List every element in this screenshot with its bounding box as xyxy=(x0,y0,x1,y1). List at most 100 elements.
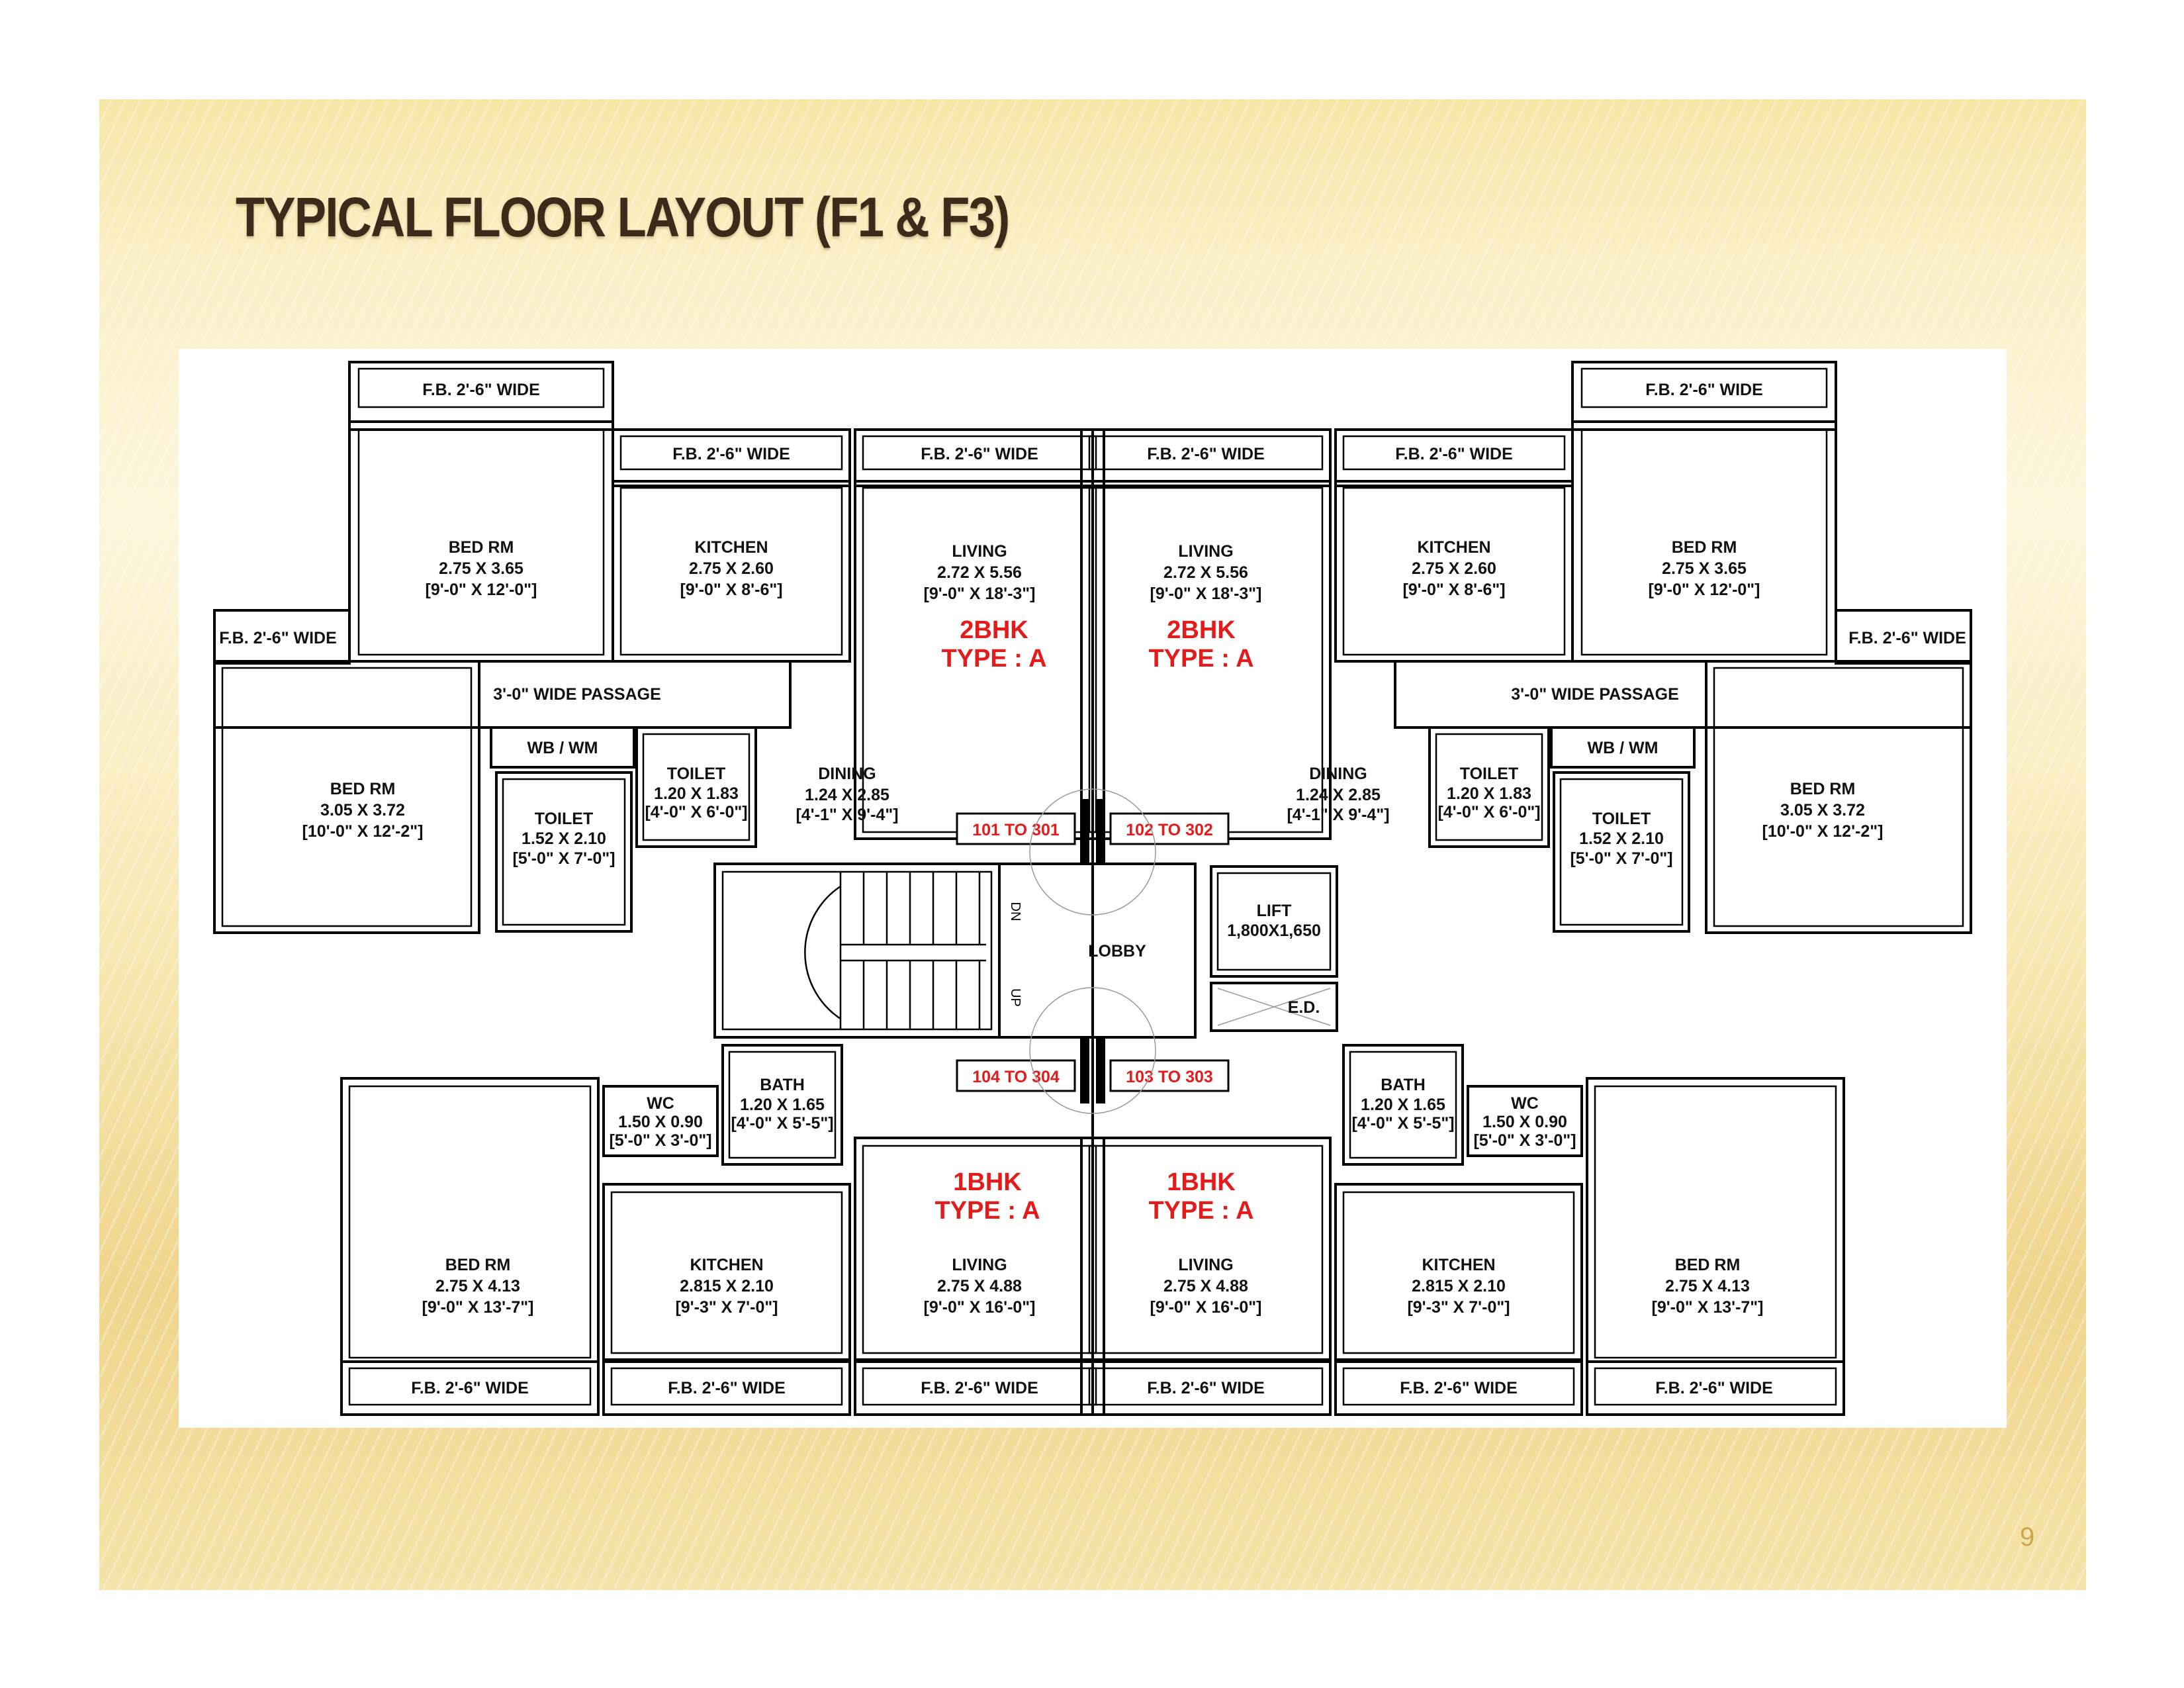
kitchen-bottom-size-right: 2.815 X 2.10 xyxy=(1412,1277,1506,1295)
bed-top-name-right: BED RM xyxy=(1672,538,1737,557)
fb-label-living-right: F.B. 2'-6" WIDE xyxy=(1147,445,1265,463)
balcony-living-left xyxy=(854,428,1105,487)
room-bath-left xyxy=(721,1044,843,1166)
unit-range-tag-101 xyxy=(956,812,1076,845)
living-bottom-imperial-right: [9'-0" X 16'-0"] xyxy=(1150,1298,1262,1317)
bath-size-right: 1.20 X 1.65 xyxy=(1361,1096,1445,1114)
toilet-small-imperial: [4'-0" X 6'-0"] xyxy=(645,803,747,821)
room-kitchen-bottom-left xyxy=(602,1183,851,1361)
toilet-small-name: TOILET xyxy=(667,765,725,783)
lift-shaft xyxy=(1210,865,1338,978)
bed-side-name: BED RM xyxy=(330,780,396,798)
dining-name-right: DINING xyxy=(1309,765,1367,783)
bed-bottom-size-right: 2.75 X 4.13 xyxy=(1665,1277,1750,1295)
bath-name-right: BATH xyxy=(1381,1076,1426,1094)
balcony-side-left xyxy=(213,609,351,665)
door-jamb-bottom-right xyxy=(1096,1037,1105,1103)
lobby xyxy=(998,863,1197,1039)
bed-bottom-size: 2.75 X 4.13 xyxy=(435,1277,520,1295)
bed-bottom-name-right: BED RM xyxy=(1675,1256,1741,1274)
electric-duct xyxy=(1210,982,1338,1032)
lift-size: 1,800X1,650 xyxy=(1227,921,1321,940)
dining-size: 1.24 X 2.85 xyxy=(805,786,889,804)
fb-label-side-right: F.B. 2'-6" WIDE xyxy=(1848,629,1966,647)
fb-bottom-3: F.B. 2'-6" WIDE xyxy=(921,1379,1038,1397)
living-top-size: 2.72 X 5.56 xyxy=(937,563,1022,582)
kitchen-bottom-size: 2.815 X 2.10 xyxy=(680,1277,774,1295)
bath-imperial-right: [4'-0" X 5'-5"] xyxy=(1351,1114,1454,1133)
door-jamb-top-left xyxy=(1080,799,1089,865)
kitchen-bottom-imperial: [9'-3" X 7'-0"] xyxy=(675,1298,778,1317)
toilet-small-size: 1.20 X 1.83 xyxy=(654,784,739,803)
unit-range-103: 103 TO 303 xyxy=(1126,1068,1213,1086)
toilet-large-size: 1.52 X 2.10 xyxy=(522,829,606,848)
living-top-name-right: LIVING xyxy=(1178,542,1233,561)
unit-range-tag-103 xyxy=(1109,1059,1230,1092)
room-wbwm-left xyxy=(490,726,635,769)
living-bottom-size: 2.75 X 4.88 xyxy=(937,1277,1022,1295)
toilet-small-imperial-right: [4'-0" X 6'-0"] xyxy=(1437,803,1540,821)
toilet-large-name: TOILET xyxy=(535,810,593,828)
kitchen-bottom-name-right: KITCHEN xyxy=(1422,1256,1495,1274)
plan-core: DN UP LOBBY LIFT 1,800X1,650 E.D. xyxy=(713,430,1338,1415)
plan-right-half-labels: F.B. 2'-6" WIDE F.B. 2'-6" WIDE F.B. 2'-… xyxy=(1109,381,1966,1397)
fb-bottom-4: F.B. 2'-6" WIDE xyxy=(1147,1379,1265,1397)
fb-label-top-inner-right: F.B. 2'-6" WIDE xyxy=(1395,445,1513,463)
toilet-large-size-right: 1.52 X 2.10 xyxy=(1579,829,1664,848)
bed-side-imperial: [10'-0" X 12'-2"] xyxy=(302,822,424,841)
door-swing-bottom xyxy=(1029,987,1156,1114)
wbwm-label-right: WB / WM xyxy=(1588,739,1659,757)
living-bottom-name: LIVING xyxy=(952,1256,1007,1274)
living-top-imperial-right: [9'-0" X 18'-3"] xyxy=(1150,585,1262,603)
unit-subtype-1bhk-right: TYPE : A xyxy=(1148,1197,1253,1225)
stair-landing-arc xyxy=(804,885,841,1020)
unit-range-tag-104 xyxy=(956,1059,1076,1092)
unit-subtype-1bhk-left: TYPE : A xyxy=(934,1197,1040,1225)
toilet-small-size-right: 1.20 X 1.83 xyxy=(1447,784,1531,803)
ed-label: E.D. xyxy=(1288,998,1320,1017)
bed-top-size: 2.75 X 3.65 xyxy=(439,559,523,578)
passage-label-right: 3'-0" WIDE PASSAGE xyxy=(1511,685,1679,704)
unit-type-2bhk-right: 2BHK xyxy=(1167,616,1236,644)
bed-top-imperial-right: [9'-0" X 12'-0"] xyxy=(1649,581,1760,599)
bath-imperial: [4'-0" X 5'-5"] xyxy=(731,1114,833,1133)
room-wc-left xyxy=(602,1085,719,1157)
floor-plan-drawing: F.B. 2'-6" WIDE F.B. 2'-6" WIDE F.B. 2'-… xyxy=(213,361,1972,1416)
balcony-bottom-3 xyxy=(854,1360,1105,1416)
balcony-bottom-2 xyxy=(602,1360,851,1416)
bed-bottom-imperial-right: [9'-0" X 13'-7"] xyxy=(1652,1298,1764,1317)
room-bed-side-left xyxy=(213,660,480,934)
unit-range-102: 102 TO 302 xyxy=(1126,821,1213,839)
wc-imperial-right: [5'-0" X 3'-0"] xyxy=(1473,1131,1576,1150)
bed-side-name-right: BED RM xyxy=(1790,780,1856,798)
bed-bottom-imperial: [9'-0" X 13'-7"] xyxy=(422,1298,534,1317)
toilet-large-name-right: TOILET xyxy=(1592,810,1651,828)
toilet-large-imperial: [5'-0" X 7'-0"] xyxy=(512,849,615,868)
living-top-size-right: 2.72 X 5.56 xyxy=(1163,563,1248,582)
kitchen-top-name: KITCHEN xyxy=(694,538,768,557)
bed-side-size: 3.05 X 3.72 xyxy=(320,801,405,820)
fb-label-top-outer-left: F.B. 2'-6" WIDE xyxy=(422,381,540,399)
fb-label-top-inner-left: F.B. 2'-6" WIDE xyxy=(672,445,790,463)
dining-imperial: [4'-1" X 9'-4"] xyxy=(796,806,898,824)
fb-label-top-outer-right: F.B. 2'-6" WIDE xyxy=(1645,381,1763,399)
stair-treads xyxy=(839,872,986,1029)
kitchen-top-size-right: 2.75 X 2.60 xyxy=(1412,559,1496,578)
unit-type-1bhk-right: 1BHK xyxy=(1167,1168,1236,1196)
bed-side-imperial-right: [10'-0" X 12'-2"] xyxy=(1762,822,1884,841)
unit-range-101: 101 TO 301 xyxy=(972,821,1060,839)
floor-plan-panel: F.B. 2'-6" WIDE F.B. 2'-6" WIDE F.B. 2'-… xyxy=(179,349,2007,1428)
balcony-bottom-1 xyxy=(340,1360,600,1416)
fb-bottom-1: F.B. 2'-6" WIDE xyxy=(411,1379,529,1397)
wc-imperial: [5'-0" X 3'-0"] xyxy=(609,1131,711,1150)
door-swing-top xyxy=(1029,788,1156,915)
fb-bottom-2: F.B. 2'-6" WIDE xyxy=(668,1379,786,1397)
living-top-imperial: [9'-0" X 18'-3"] xyxy=(924,585,1036,603)
room-toilet-large-left xyxy=(495,771,633,933)
lift-name: LIFT xyxy=(1257,902,1292,920)
door-jamb-top-right xyxy=(1096,799,1105,865)
dining-name: DINING xyxy=(818,765,876,783)
living-bottom-size-right: 2.75 X 4.88 xyxy=(1163,1277,1248,1295)
bed-top-imperial: [9'-0" X 12'-0"] xyxy=(426,581,537,599)
dining-imperial-right: [4'-1" X 9'-4"] xyxy=(1287,806,1389,824)
